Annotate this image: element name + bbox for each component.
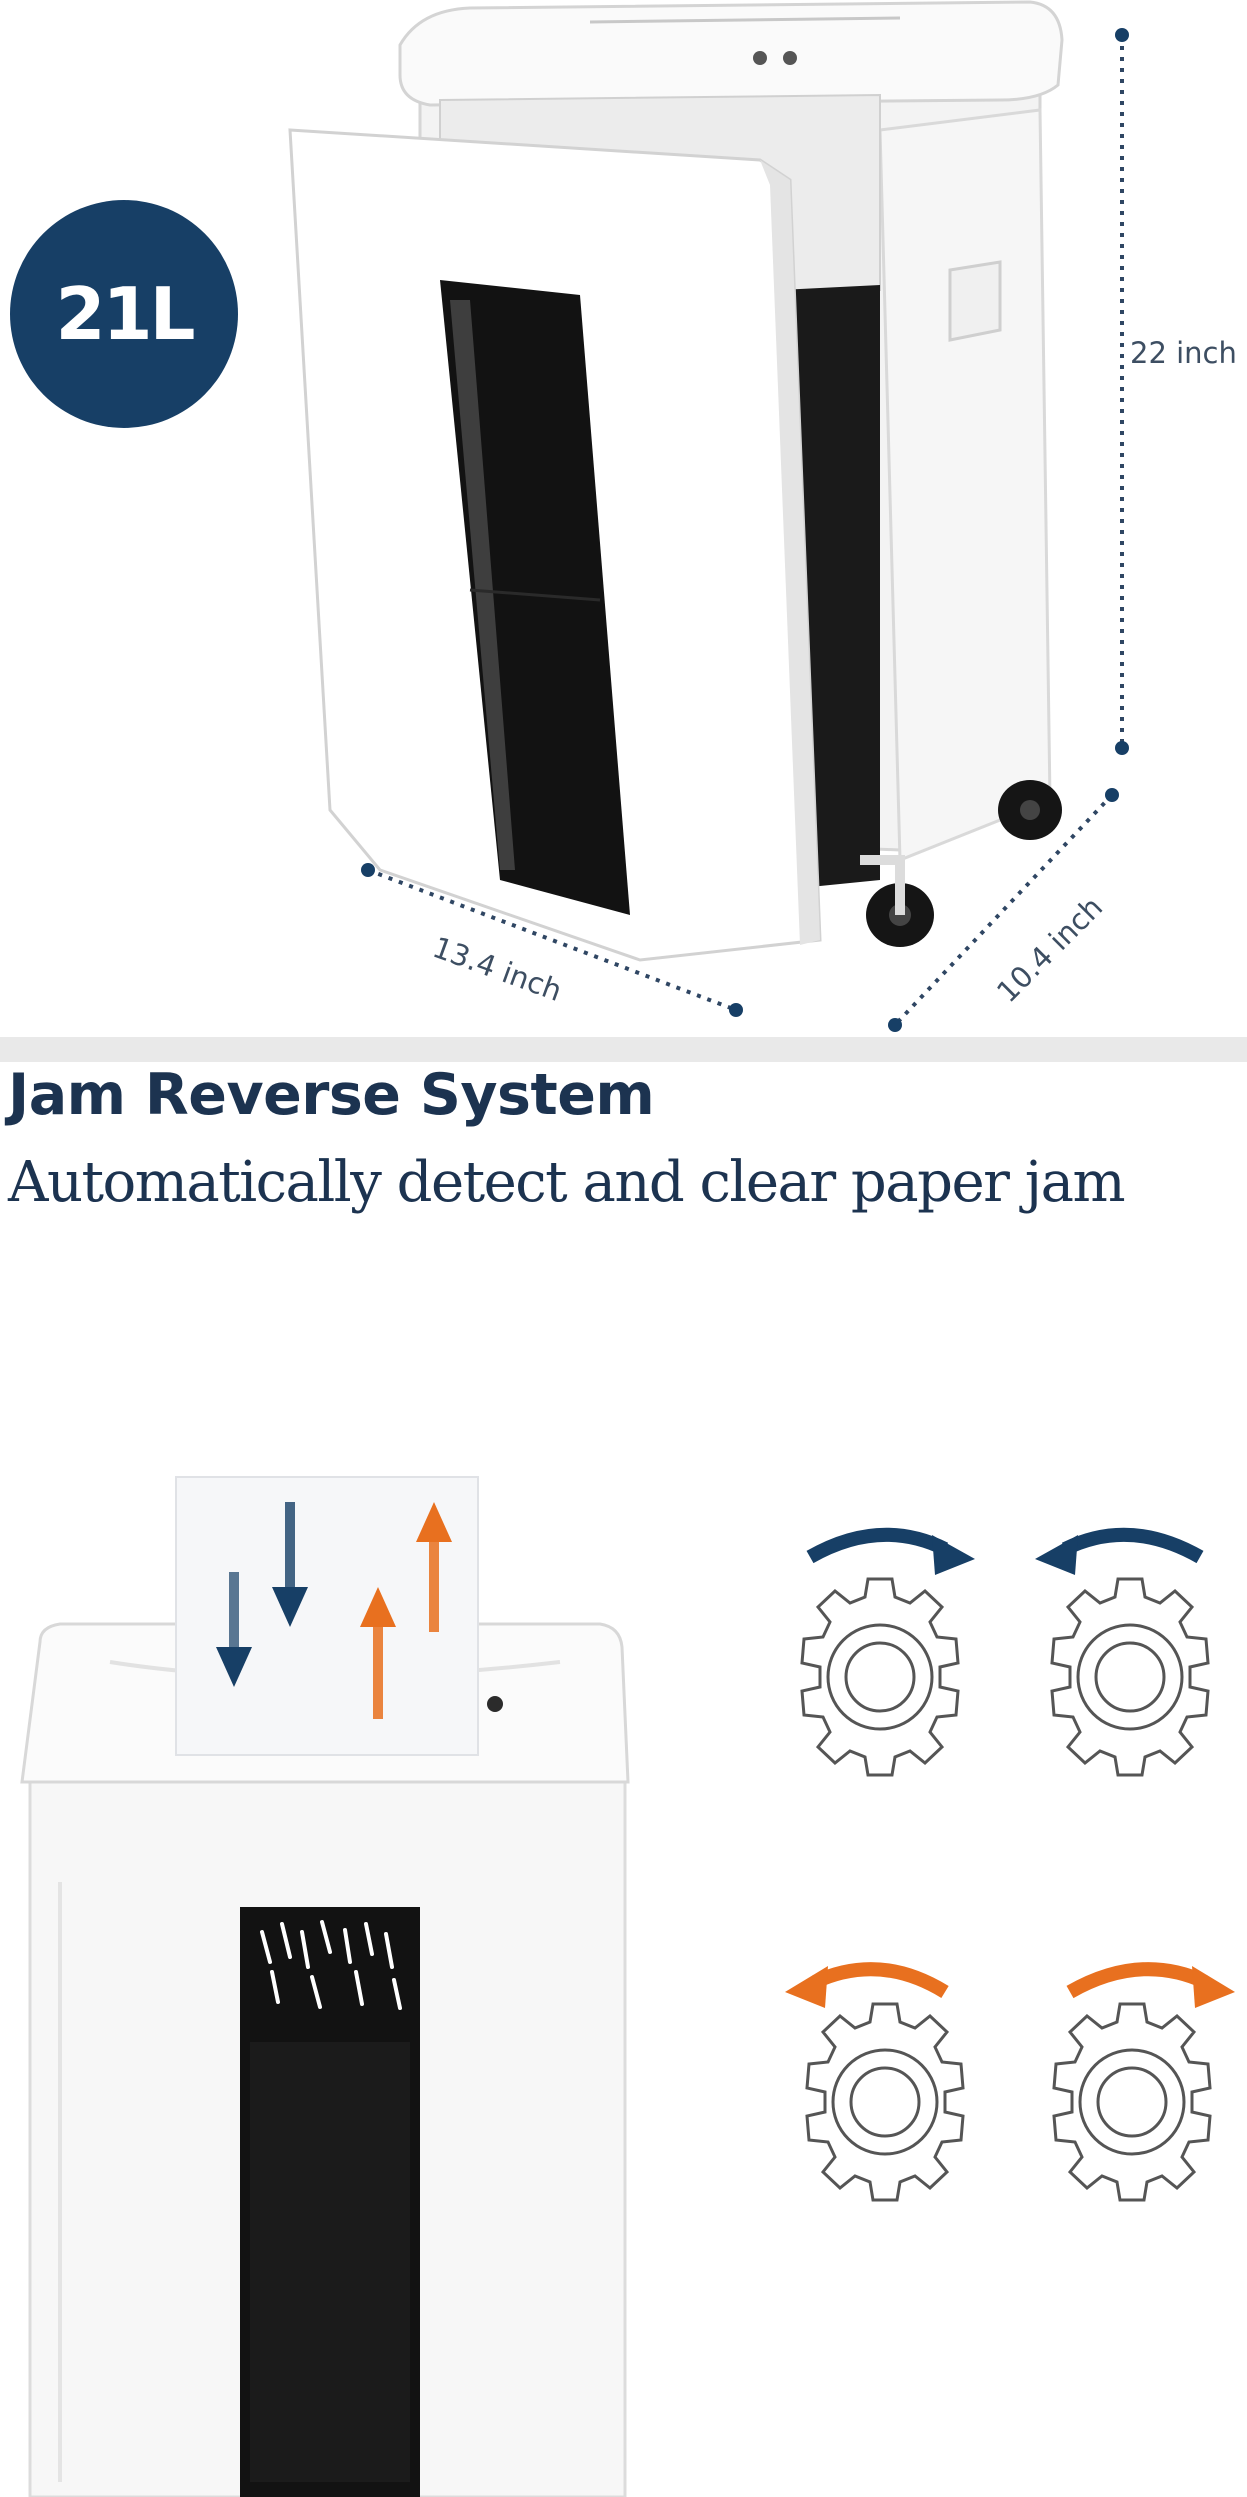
feature-subtitle: Automatically detect and clear paper jam <box>8 1150 1126 1215</box>
jam-reverse-panel <box>0 1062 1247 2497</box>
capacity-badge: 21L <box>10 200 238 428</box>
shredder-illustration-front <box>20 1476 630 2497</box>
product-dimensions-panel: 21L 22 inch 13.4 inch 10.4 inch <box>0 0 1247 1037</box>
gear-pair-reverse-icon <box>785 1962 1235 2202</box>
feature-title: Jam Reverse System <box>8 1062 655 1128</box>
gear-pair-forward-icon <box>800 1527 1210 1777</box>
height-dimension-label: 22 inch <box>1130 336 1237 370</box>
shredder-illustration-open <box>288 0 1129 1032</box>
